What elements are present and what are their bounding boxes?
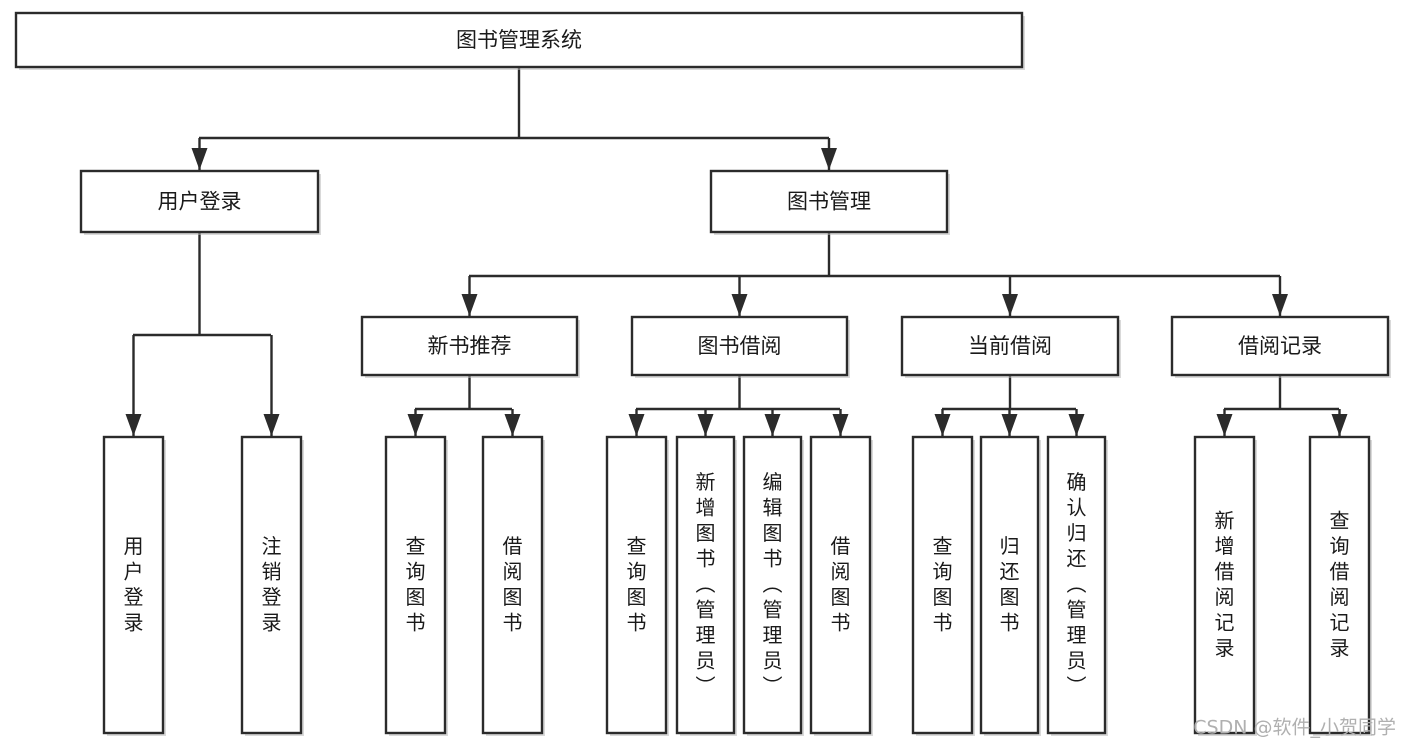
node-label: 借阅记录 [1238,334,1322,358]
node-box[interactable] [102,435,165,735]
node-box[interactable] [911,435,974,735]
node-leaf-query-record[interactable]: 查询借阅记录 [1308,435,1372,736]
node-label: 查询借阅记录 [1330,508,1350,660]
node-label: 查询图书 [406,533,426,634]
node-box[interactable] [742,435,803,735]
arrowhead-icon-leaf-borrow-book-2 [832,414,849,436]
node-label: 图书借阅 [698,334,782,358]
node-label: 注销登录 [262,533,282,634]
node-root[interactable]: 图书管理系统 [14,11,1025,70]
node-leaf-edit-book[interactable]: 编辑图书︵管理员︶ [742,435,804,736]
node-leaf-borrow-book-2[interactable]: 借阅图书 [809,435,873,736]
node-label: 归还图书 [1000,533,1020,634]
node-label: 用户登录 [124,533,144,634]
arrowhead-icon-leaf-query-record [1331,414,1348,436]
node-book-manage[interactable]: 图书管理 [709,169,950,235]
node-label: 借阅图书 [503,533,523,634]
node-box[interactable] [384,435,447,735]
arrowhead-icon-leaf-add-record [1216,414,1233,436]
arrowhead-icon-book-borrow [731,294,748,316]
node-leaf-return-book[interactable]: 归还图书 [979,435,1041,736]
node-box[interactable] [605,435,668,735]
node-new-book-rec[interactable]: 新书推荐 [360,315,580,378]
node-box[interactable] [900,315,1120,377]
arrowhead-icon-leaf-query-book-1 [407,414,424,436]
node-box[interactable] [630,315,849,377]
node-label: 用户登录 [158,190,242,214]
node-leaf-add-book[interactable]: 新增图书︵管理员︶ [675,435,737,736]
node-box[interactable] [1308,435,1371,735]
node-current-borrow[interactable]: 当前借阅 [900,315,1121,378]
node-layer: 图书管理系统用户登录图书管理新书推荐图书借阅当前借阅借阅记录用户登录注销登录查询… [14,11,1391,736]
node-label: 查询图书 [627,533,647,634]
arrowhead-icon-leaf-edit-book [764,414,781,436]
node-leaf-borrow-book-1[interactable]: 借阅图书 [481,435,545,736]
node-user-login[interactable]: 用户登录 [79,169,321,235]
node-box[interactable] [79,169,320,234]
node-box[interactable] [979,435,1040,735]
node-leaf-logout[interactable]: 注销登录 [240,435,304,736]
node-borrow-record[interactable]: 借阅记录 [1170,315,1391,378]
arrowhead-icon-leaf-logout [263,414,280,436]
node-label: 新增借阅记录 [1215,508,1235,660]
node-box[interactable] [675,435,736,735]
node-leaf-add-record[interactable]: 新增借阅记录 [1193,435,1257,736]
node-leaf-confirm-return[interactable]: 确认归还︵管理员︶ [1046,435,1108,736]
node-leaf-query-book-1[interactable]: 查询图书 [384,435,448,736]
node-box[interactable] [709,169,949,234]
node-box[interactable] [360,315,579,377]
connector-layer [125,67,1348,436]
node-label: 借阅图书 [831,533,851,634]
arrowhead-icon-leaf-borrow-book-1 [504,414,521,436]
node-label: 当前借阅 [968,334,1052,358]
arrowhead-icon-leaf-return-book [1001,414,1018,436]
node-label: 新增图书︵管理员︶ [696,470,716,698]
node-label: 图书管理 [787,190,871,214]
node-label: 新书推荐 [428,334,512,358]
node-label: 图书管理系统 [456,28,582,52]
csdn-watermark: CSDN @软件_小贺同学 [1193,717,1396,739]
node-label: 查询图书 [933,533,953,634]
node-box[interactable] [1046,435,1107,735]
arrowhead-icon-leaf-add-book [697,414,714,436]
arrowhead-icon-leaf-query-book-3 [934,414,951,436]
node-label: 确认归还︵管理员︶ [1067,470,1087,698]
arrowhead-icon-current-borrow [1002,294,1018,316]
node-box[interactable] [1193,435,1256,735]
node-leaf-query-book-2[interactable]: 查询图书 [605,435,669,736]
arrowhead-icon-new-book-rec [461,294,478,316]
arrowhead-icon-borrow-record [1272,294,1288,316]
node-box[interactable] [1170,315,1390,377]
node-box[interactable] [14,11,1024,69]
arrowhead-icon-leaf-query-book-2 [628,414,645,436]
arrowhead-icon-leaf-confirm-return [1068,414,1085,436]
node-label: 编辑图书︵管理员︶ [763,470,783,698]
arrowhead-icon-user-login [191,148,208,170]
arrowhead-icon-book-manage [821,148,837,170]
arrowhead-icon-leaf-user-login [125,414,142,436]
node-box[interactable] [809,435,872,735]
node-box[interactable] [481,435,544,735]
node-leaf-query-book-3[interactable]: 查询图书 [911,435,975,736]
node-leaf-user-login[interactable]: 用户登录 [102,435,166,736]
node-book-borrow[interactable]: 图书借阅 [630,315,850,378]
node-box[interactable] [240,435,303,735]
